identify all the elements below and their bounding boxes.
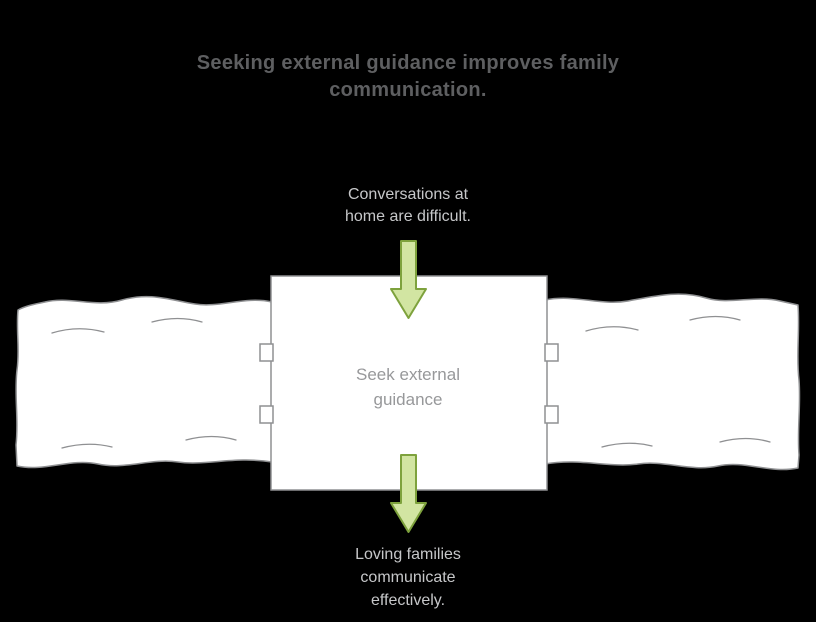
ribbon-right-squiggle	[585, 326, 639, 332]
effect-label: Loving families communicate effectively.	[355, 546, 461, 609]
down-arrow-icon	[390, 454, 427, 533]
ribbon-left-squiggle	[61, 443, 113, 449]
ribbon-right-squiggle	[601, 442, 653, 448]
ribbon-left-squiggle	[185, 435, 237, 441]
connector-tab	[544, 405, 559, 424]
down-arrow-icon	[390, 240, 427, 319]
ribbon-left-shape	[15, 295, 273, 469]
guidance-box-label: Seek external guidance	[356, 365, 460, 409]
connector-tab	[259, 405, 274, 424]
ribbon-right-shape	[544, 293, 801, 471]
ribbon-right-squiggle	[719, 437, 771, 443]
ribbon-left-squiggle	[51, 328, 105, 334]
page-title: Seeking external guidance improves famil…	[196, 52, 620, 101]
ribbon-left	[15, 295, 273, 469]
ribbon-right	[544, 293, 801, 471]
cause-label: Conversations at home are difficult.	[345, 186, 471, 225]
connector-tab	[259, 343, 274, 362]
ribbon-left-squiggle	[151, 317, 203, 323]
ribbon-right-squiggle	[689, 315, 741, 321]
connector-tab	[544, 343, 559, 362]
